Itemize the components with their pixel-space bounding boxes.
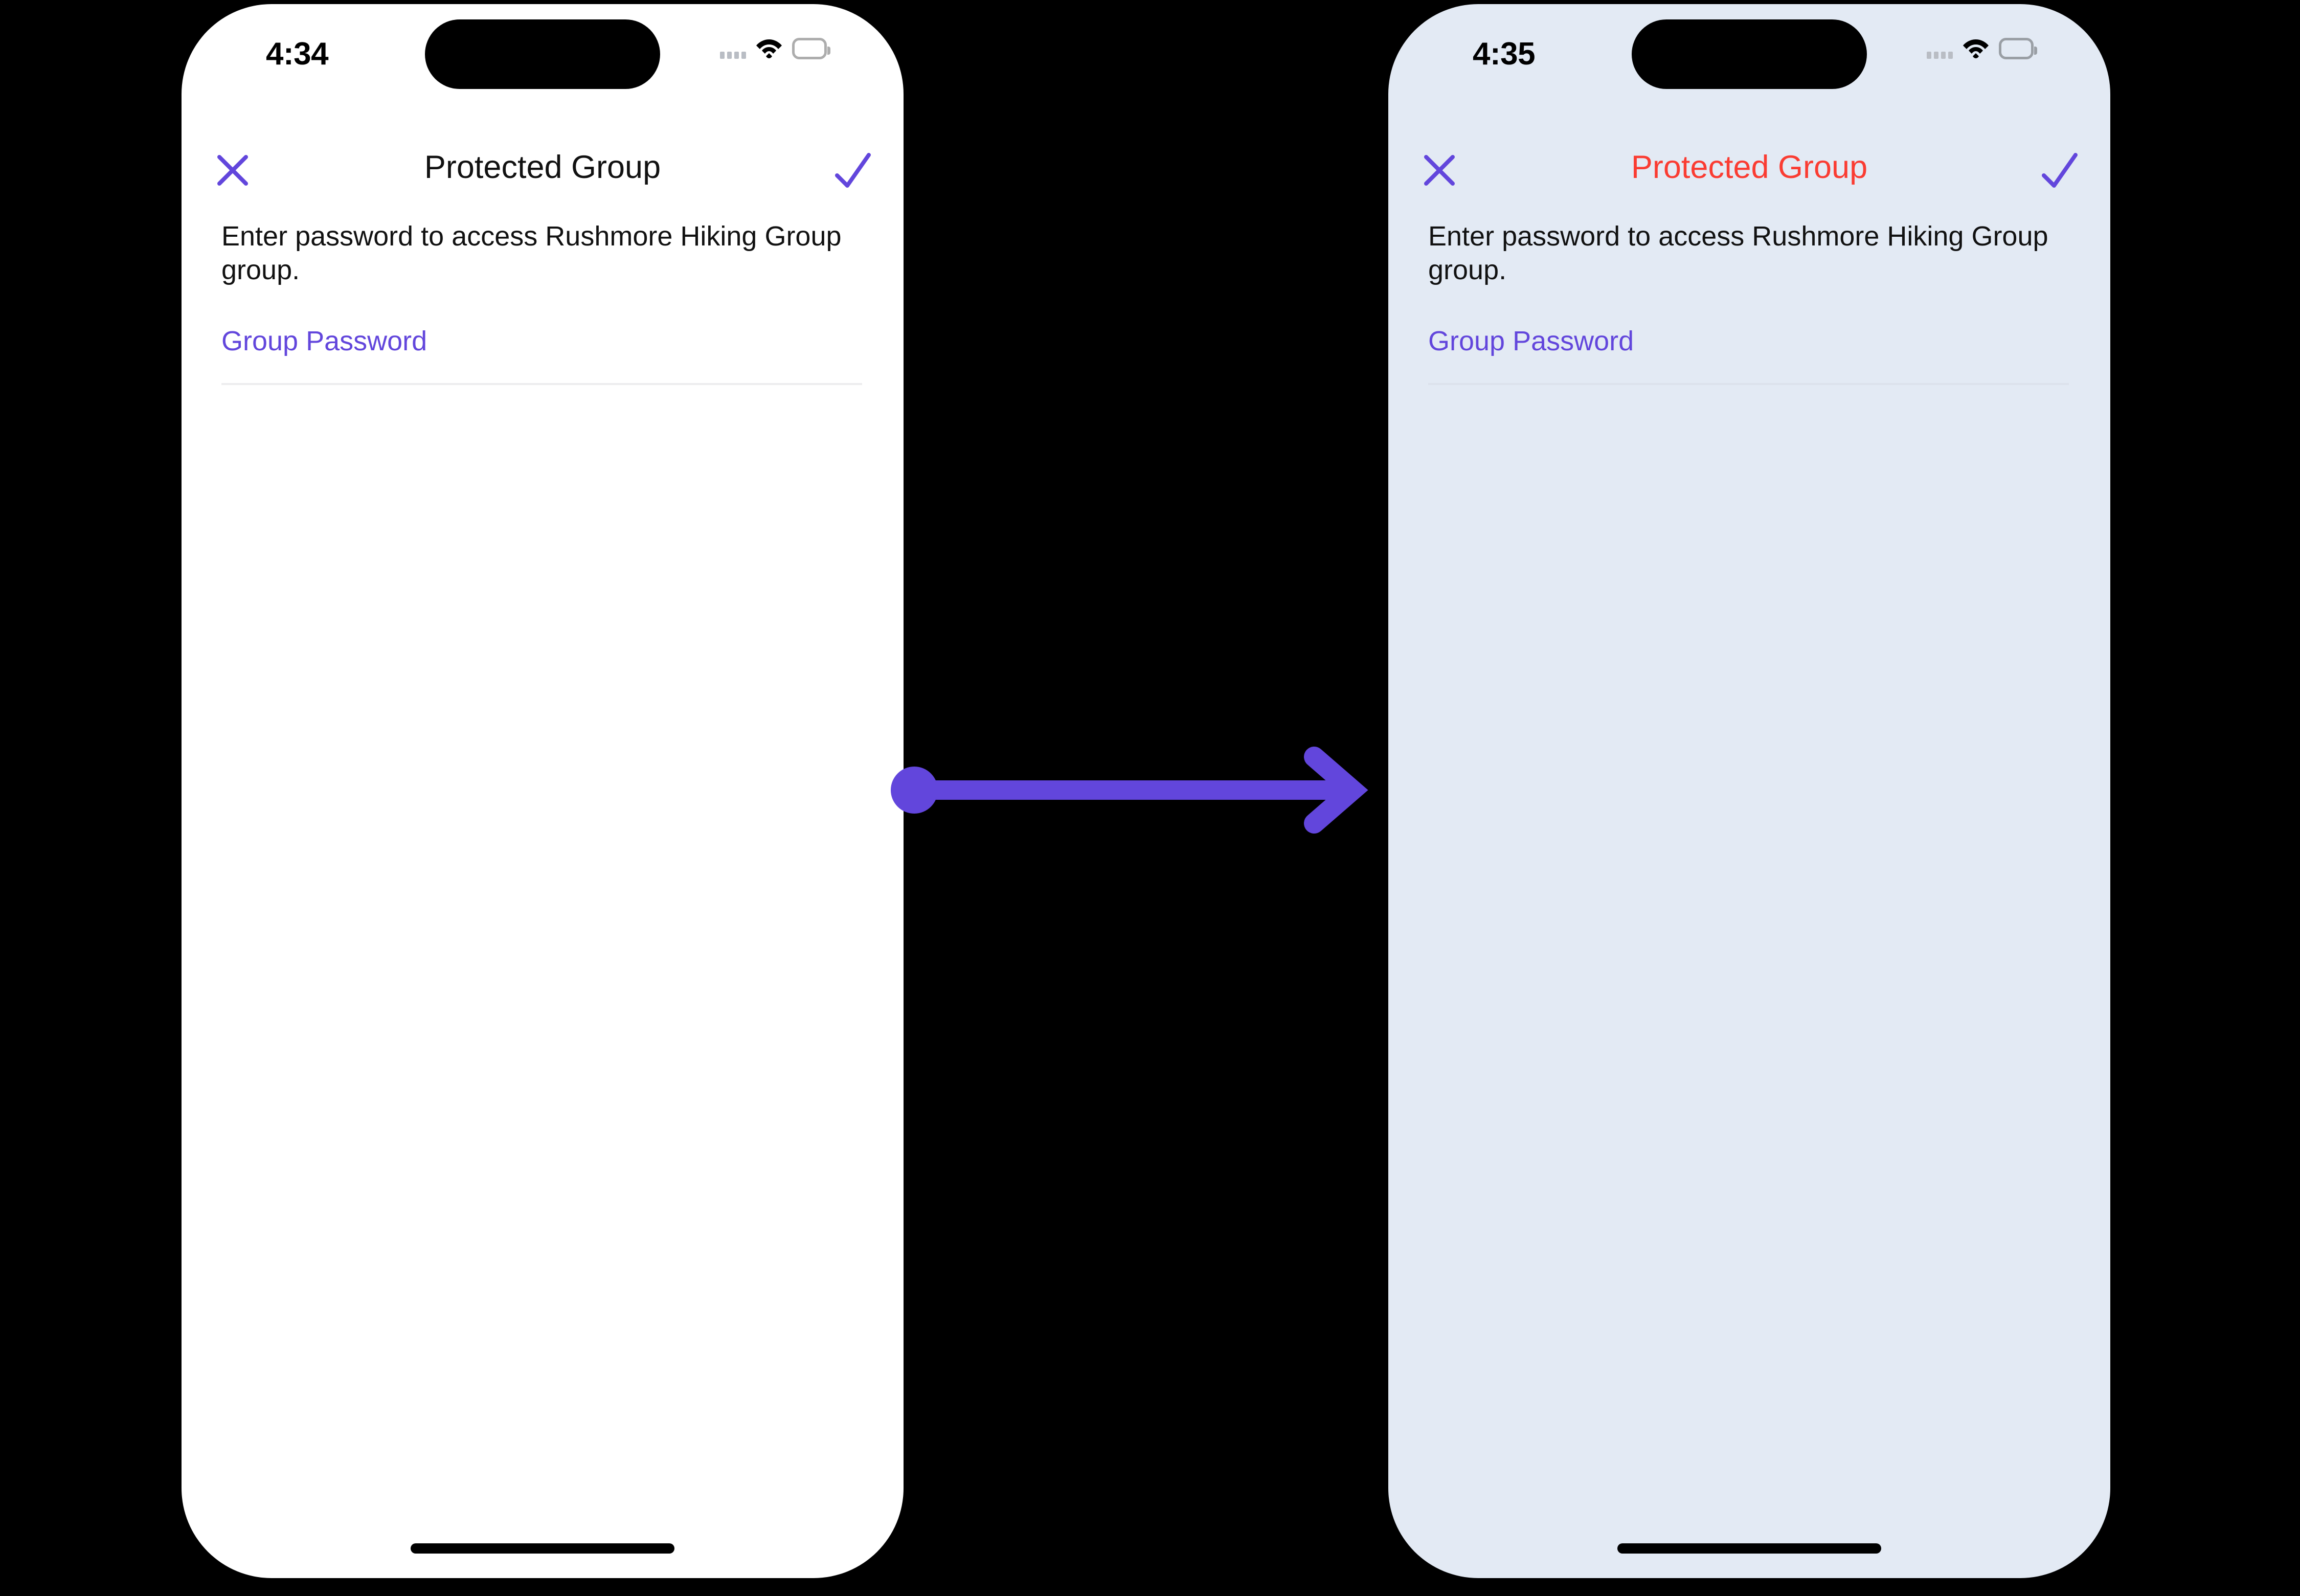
checkmark-icon[interactable] xyxy=(828,146,877,195)
checkmark-icon[interactable] xyxy=(2035,146,2084,195)
field-underline xyxy=(221,383,862,386)
dynamic-island xyxy=(1632,19,1867,89)
signal-bars-icon xyxy=(720,38,746,59)
battery-full-icon xyxy=(1999,38,2037,59)
wifi-icon xyxy=(1963,39,1989,58)
close-x-icon[interactable] xyxy=(208,146,257,195)
status-indicators xyxy=(720,38,830,59)
page-title: Protected Group xyxy=(424,149,661,185)
nav-bar-after: Protected Group xyxy=(1388,134,2110,201)
group-password-field[interactable]: Group Password xyxy=(1428,326,2069,386)
phone-screen-after: 4:35 Protected Group Enter password to a… xyxy=(1388,4,2110,1578)
home-indicator[interactable] xyxy=(1617,1543,1881,1554)
home-indicator[interactable] xyxy=(411,1543,674,1554)
instruction-text: Enter password to access Rushmore Hiking… xyxy=(221,221,842,285)
status-time: 4:34 xyxy=(266,36,329,72)
right-arrow-icon xyxy=(891,747,1368,834)
status-bar-before: 4:34 xyxy=(182,4,904,106)
content-after: Enter password to access Rushmore Hiking… xyxy=(1388,204,2110,1578)
group-password-label: Group Password xyxy=(221,326,427,356)
group-password-label: Group Password xyxy=(1428,326,1634,356)
page-title: Protected Group xyxy=(1631,149,1868,185)
status-indicators xyxy=(1927,38,2037,59)
group-password-field[interactable]: Group Password xyxy=(221,326,862,386)
instruction-text: Enter password to access Rushmore Hiking… xyxy=(1428,221,2048,285)
field-underline xyxy=(1428,383,2069,386)
phone-screen-before: 4:34 Protected Group Enter password to a… xyxy=(182,4,904,1578)
nav-bar-before: Protected Group xyxy=(182,134,904,201)
content-before: Enter password to access Rushmore Hiking… xyxy=(182,204,904,1578)
status-bar-after: 4:35 xyxy=(1388,4,2110,106)
wifi-icon xyxy=(756,39,782,58)
signal-bars-icon xyxy=(1927,38,1953,59)
dynamic-island xyxy=(425,19,660,89)
status-time: 4:35 xyxy=(1473,36,1536,72)
close-x-icon[interactable] xyxy=(1415,146,1464,195)
battery-full-icon xyxy=(792,38,830,59)
